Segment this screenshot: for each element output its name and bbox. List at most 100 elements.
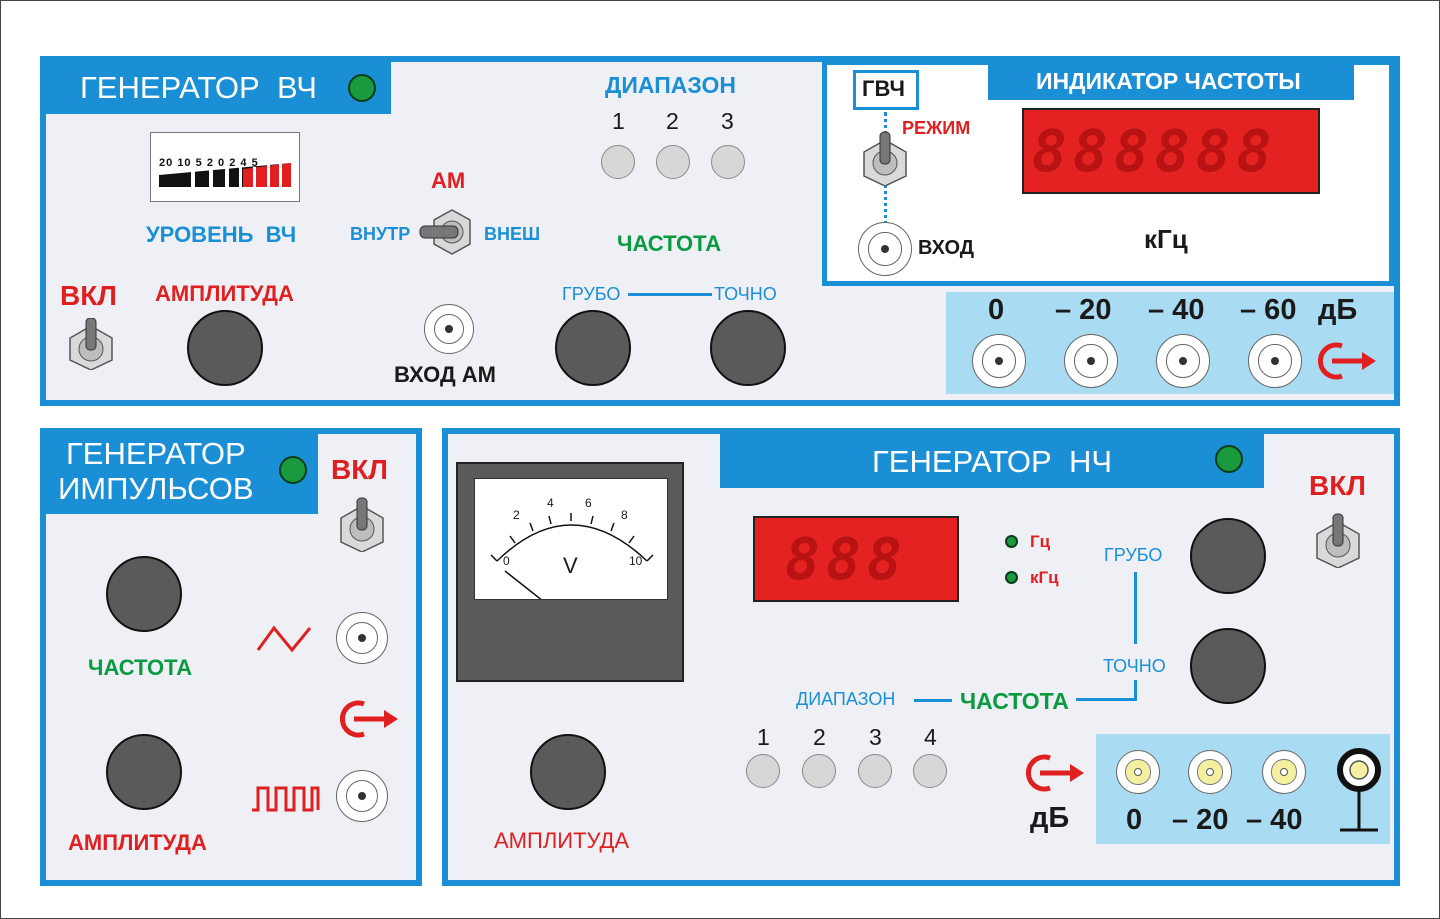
lf-out-label-0: 0	[1126, 804, 1143, 836]
hf-coarse-label: ГРУБО	[562, 284, 621, 304]
lf-output-20-connector[interactable]	[1188, 750, 1232, 794]
freq-indicator-title: ИНДИКАТОР ЧАСТОТЫ	[1036, 68, 1301, 94]
freq-indicator-header	[988, 62, 1354, 100]
pulse-title-line2: ИМПУЛЬСОВ	[58, 471, 254, 506]
lf-fine-horizontal	[1076, 698, 1137, 701]
am-internal-label: ВНУТР	[350, 224, 411, 244]
lf-amplitude-knob[interactable]	[530, 734, 606, 810]
lf-range-connector	[914, 699, 952, 702]
lf-coarse-knob[interactable]	[1190, 518, 1266, 594]
hf-output-20-connector[interactable]	[1064, 334, 1118, 388]
lf-out-unit: дБ	[1030, 802, 1070, 834]
scale-label: 2	[229, 157, 237, 169]
am-external-label: ВНЕШ	[484, 224, 541, 244]
hf-range-button-2[interactable]	[656, 145, 690, 179]
meter-tick-6: 6	[585, 496, 592, 510]
hf-output-40-connector[interactable]	[1156, 334, 1210, 388]
lf-power-led	[1215, 445, 1243, 473]
hf-range-number: 3	[721, 108, 734, 134]
lf-fine-connector	[1134, 680, 1137, 700]
scale-label: 4	[240, 157, 248, 169]
hf-power-label: ВКЛ	[60, 280, 117, 311]
hf-output-0-connector[interactable]	[972, 334, 1026, 388]
pulse-triangle-output-connector[interactable]	[336, 612, 388, 664]
lf-range-button-1[interactable]	[746, 754, 780, 788]
am-mode-toggle[interactable]	[418, 208, 474, 256]
ground-icon	[1337, 748, 1381, 832]
square-wave-icon	[250, 784, 320, 814]
lf-range-number: 2	[813, 724, 826, 750]
hf-amplitude-knob[interactable]	[187, 310, 263, 386]
lf-range-button-3[interactable]	[858, 754, 892, 788]
freq-input-connector[interactable]	[858, 222, 912, 276]
meter-tick-2: 2	[513, 508, 520, 522]
scale-label: 0	[218, 157, 226, 169]
voltmeter-face: 0 2 4 6 8 10 V	[474, 478, 668, 602]
lf-output-0-connector[interactable]	[1116, 750, 1160, 794]
hz-indicator-led	[1005, 535, 1018, 548]
hf-level-meter: 20 10 5 2 0 2 4 5	[150, 132, 300, 202]
lf-power-label: ВКЛ	[1309, 470, 1366, 501]
toggle-switch-icon	[419, 209, 471, 255]
lf-out-label-40: – 40	[1246, 804, 1303, 836]
lf-range-label: ДИАПАЗОН	[796, 689, 896, 709]
scale-label: 2	[206, 157, 214, 169]
hf-range-button-1[interactable]	[601, 145, 635, 179]
meter-tick-0: 0	[503, 554, 510, 568]
hf-out-label-40: – 40	[1148, 294, 1205, 326]
lf-generator-title: ГЕНЕРАТОР НЧ	[872, 444, 1112, 479]
lf-coarse-label: ГРУБО	[1104, 545, 1163, 565]
hf-fine-label: ТОЧНО	[714, 284, 777, 304]
hf-frequency-label: ЧАСТОТА	[617, 231, 722, 256]
lf-range-button-4[interactable]	[913, 754, 947, 788]
lf-output-40-connector[interactable]	[1262, 750, 1306, 794]
meter-unit: V	[563, 553, 578, 578]
am-input-connector[interactable]	[424, 304, 474, 354]
meter-tick-8: 8	[621, 508, 628, 522]
lf-power-toggle[interactable]	[1313, 512, 1363, 569]
lf-frequency-label: ЧАСТОТА	[960, 688, 1069, 714]
lf-range-number: 1	[757, 724, 770, 750]
hf-power-toggle[interactable]	[66, 317, 116, 371]
pulse-frequency-knob[interactable]	[106, 556, 182, 632]
hf-level-scale	[159, 163, 291, 187]
output-arrow-icon	[1312, 338, 1378, 384]
lf-range-number: 4	[924, 724, 937, 750]
voltmeter-scale	[490, 513, 654, 602]
freq-mode-box-label: ГВЧ	[862, 76, 905, 101]
am-label: АМ	[431, 168, 466, 193]
scale-label: 5	[251, 157, 259, 169]
scale-label: 5	[195, 157, 203, 169]
triangle-wave-icon	[256, 624, 312, 654]
lf-frequency-display: 888	[753, 516, 959, 602]
lf-fine-knob[interactable]	[1190, 628, 1266, 704]
scale-label: 20	[159, 157, 174, 169]
hf-power-led	[348, 74, 376, 102]
lf-out-label-20: – 20	[1172, 804, 1229, 836]
lf-amplitude-label: АМПЛИТУДА	[494, 828, 630, 853]
pulse-square-output-connector[interactable]	[336, 770, 388, 822]
freq-mode-box	[853, 70, 919, 110]
pulse-power-label: ВКЛ	[331, 454, 388, 485]
pulse-amplitude-knob[interactable]	[106, 734, 182, 810]
hf-output-60-connector[interactable]	[1248, 334, 1302, 388]
hf-out-label-0: 0	[988, 294, 1005, 326]
meter-tick-4: 4	[547, 496, 554, 510]
pulse-power-toggle[interactable]	[337, 496, 387, 553]
hf-range-button-3[interactable]	[711, 145, 745, 179]
toggle-switch-icon	[1316, 513, 1360, 569]
voltmeter: 0 2 4 6 8 10 V	[456, 462, 684, 682]
meter-tick-10: 10	[629, 554, 643, 568]
freq-mode-toggle[interactable]	[860, 130, 910, 187]
hf-generator-title: ГЕНЕРАТОР ВЧ	[80, 70, 317, 105]
hf-fine-knob[interactable]	[710, 310, 786, 386]
hf-coarse-knob[interactable]	[555, 310, 631, 386]
ground-terminal[interactable]	[1334, 748, 1384, 834]
pulse-frequency-label: ЧАСТОТА	[88, 655, 193, 680]
lf-range-button-2[interactable]	[802, 754, 836, 788]
output-arrow-icon	[334, 696, 400, 742]
am-input-label: ВХОД АМ	[394, 362, 496, 387]
hf-range-label: ДИАПАЗОН	[605, 72, 736, 98]
coarse-fine-connector	[628, 293, 712, 296]
hf-range-number: 2	[666, 108, 679, 134]
